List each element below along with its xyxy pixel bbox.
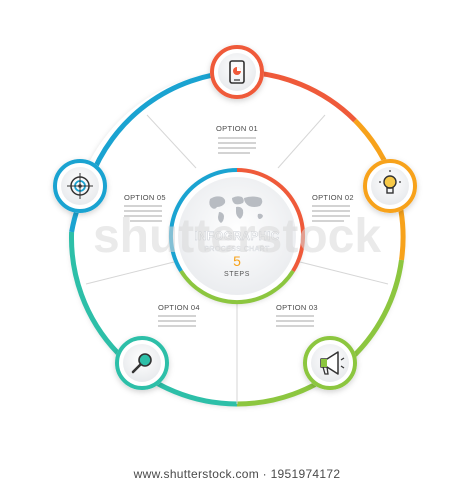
divider-line [277,114,326,169]
option-label: OPTION 05 [124,193,166,202]
option-text-01: OPTION 01 [216,124,258,154]
divider-line [146,114,197,169]
center-step-count: 5 [233,253,241,269]
segment-dividers [85,114,389,404]
watermark: shutterstock [93,210,381,263]
center-steps-label: STEPS [224,271,250,278]
stock-footer: www.shutterstock.com · 1951974172 [0,459,474,489]
option-text-05: OPTION 05 [124,193,166,222]
megaphone-icon [320,351,345,375]
option-node-02 [363,159,417,213]
option-node-04 [115,336,169,390]
divider-line [85,261,175,285]
option-label: OPTION 01 [216,124,258,133]
target-icon [67,173,93,199]
option-text-02: OPTION 02 [312,193,354,222]
world-map-icon [209,196,263,223]
center-hub-face [178,177,296,295]
option-label: OPTION 03 [276,303,318,312]
magnifier-icon [131,353,152,374]
center-subtitle: PROCESS CHART [204,246,270,253]
divider-line [299,261,389,285]
center-ring-bottom [179,269,295,305]
smartphone-chart-icon [229,60,245,84]
option-text-03: OPTION 03 [276,303,318,327]
option-node-05 [53,159,107,213]
footer-text: www.shutterstock.com · 1951974172 [133,467,341,481]
option-label: OPTION 02 [312,193,354,202]
center-title: INFOGRAPHIC [195,231,280,243]
option-node-03 [303,336,357,390]
lightbulb-icon [379,170,401,194]
center-hub: INFOGRAPHIC PROCESS CHART 5 STEPS [169,168,305,305]
center-ring-left [169,168,238,273]
center-ring-top [236,168,305,273]
option-text-04: OPTION 04 [158,303,200,327]
option-node-01 [210,45,264,99]
option-label: OPTION 04 [158,303,200,312]
